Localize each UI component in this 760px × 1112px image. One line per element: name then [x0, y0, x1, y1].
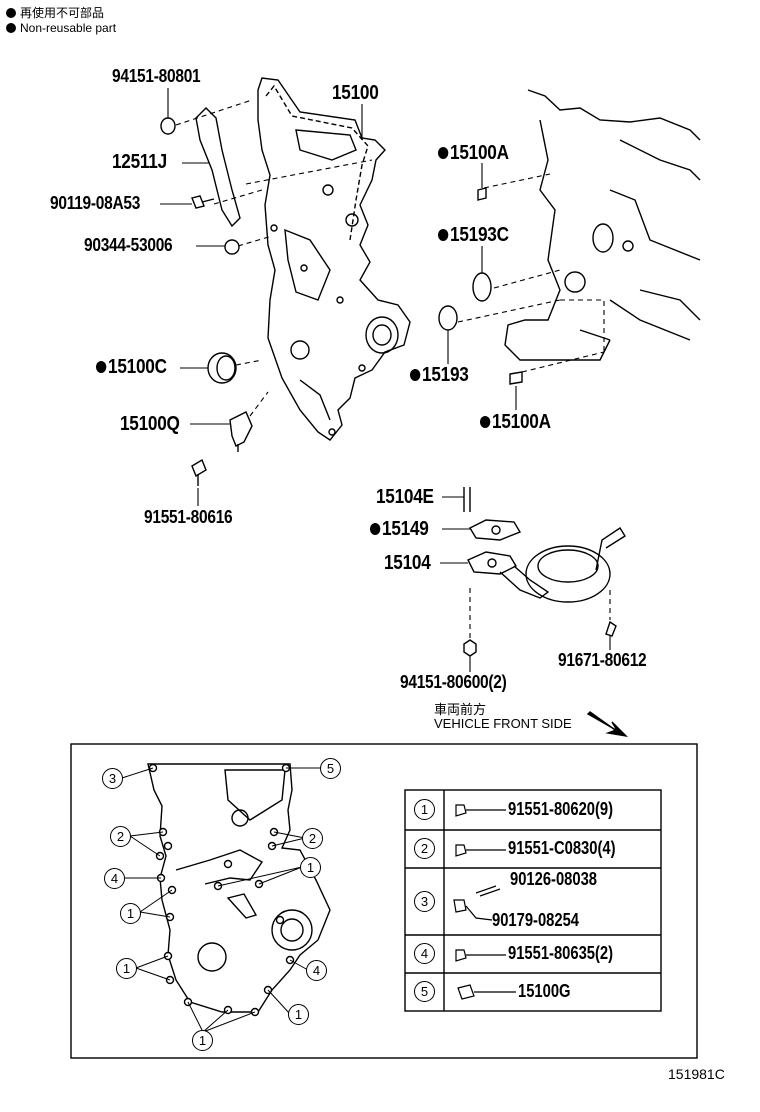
part-label-15100C: 15100C	[96, 356, 167, 379]
table-bolt-icons	[453, 804, 516, 1000]
non-reusable-dot-icon	[96, 361, 107, 373]
bolt-table-grid	[404, 789, 662, 1012]
callout-2: 2	[302, 828, 323, 849]
part-label-15104E: 15104E	[376, 486, 434, 508]
callout-1: 1	[300, 857, 321, 878]
legend-non-reusable-jp: 再使用不可部品	[6, 4, 104, 21]
callout-1: 1	[192, 1030, 213, 1051]
legend-non-reusable-en: Non-reusable part	[6, 21, 116, 35]
vehicle-front-caption-jp: 車両前方	[434, 702, 487, 717]
table-callout-3: 3	[414, 891, 435, 912]
non-reusable-dot-icon	[370, 523, 381, 535]
o-ring-15193C-outline	[472, 272, 492, 302]
callout-4: 4	[104, 868, 125, 889]
dashed-assembly-lines	[175, 99, 611, 640]
detail-view-frame	[70, 743, 698, 1059]
part-label-90119-08A53: 90119-08A53	[50, 193, 141, 213]
part-label-94151-80600: 94151-80600(2)	[400, 672, 507, 692]
label-leader-lines	[160, 88, 611, 672]
vehicle-front-caption-en: VEHICLE FRONT SIDE	[434, 716, 572, 731]
detail-cover-outline	[147, 763, 331, 1013]
nut-94151-80801-outline	[160, 117, 176, 135]
oil-seal-15100C-outline	[207, 352, 237, 384]
non-reusable-dot-icon	[438, 229, 449, 241]
oil-strainer-outline	[463, 487, 626, 657]
dowel-15100A-outline	[509, 371, 523, 385]
callout-2: 2	[110, 826, 131, 847]
part-label-90344-53006: 90344-53006	[84, 235, 173, 255]
table-callout-5: 5	[414, 981, 435, 1002]
table-part-5: 15100G	[518, 981, 571, 1001]
part-label-15149: 15149	[370, 518, 429, 541]
part-label-15104: 15104	[384, 552, 431, 574]
gasket-12511J-outline	[195, 107, 241, 228]
callout-4: 4	[306, 960, 327, 981]
figure-id: 151981C	[668, 1066, 725, 1082]
table-part-2: 91551-C0830(4)	[508, 838, 616, 858]
part-label-94151-80801: 94151-80801	[112, 66, 201, 86]
callout-5: 5	[320, 758, 341, 779]
part-label-91551-80616: 91551-80616	[144, 507, 233, 527]
sensor-15100Q-outline	[229, 411, 253, 452]
bolt-91551-80616-outline	[191, 458, 207, 486]
part-label-15100A-top: 15100A	[438, 142, 509, 165]
part-label-91671-80612: 91671-80612	[558, 650, 647, 670]
engine-block-outline	[504, 89, 701, 361]
callout-1: 1	[116, 958, 137, 979]
part-label-15100: 15100	[332, 82, 379, 104]
non-reusable-dot-icon	[410, 369, 421, 381]
callout-1: 1	[120, 903, 141, 924]
o-ring-15193-outline	[438, 305, 458, 331]
non-reusable-dot-icon	[480, 416, 491, 428]
non-reusable-dot-icon	[6, 8, 16, 18]
dowel-15100A-outline	[477, 187, 487, 201]
vehicle-front-arrow-icon	[586, 711, 629, 738]
callout-3: 3	[102, 768, 123, 789]
seal-90344-53006-outline	[224, 239, 240, 255]
detail-callout-leaders	[121, 767, 322, 1033]
table-part-3a: 90126-08038	[510, 869, 598, 889]
part-label-12511J: 12511J	[112, 151, 167, 173]
table-part-3b: 90179-08254	[492, 910, 580, 930]
non-reusable-dot-icon	[438, 147, 449, 159]
part-label-15193: 15193	[410, 364, 469, 387]
bolt-90119-08A53-outline	[191, 195, 215, 209]
table-callout-2: 2	[414, 838, 435, 859]
part-label-15193C: 15193C	[438, 224, 509, 247]
table-part-1: 91551-80620(9)	[508, 799, 614, 819]
table-part-4: 91551-80635(2)	[508, 943, 614, 963]
timing-chain-cover-outline	[257, 77, 411, 441]
detail-bolt-holes	[148, 763, 295, 1017]
part-label-15100Q: 15100Q	[120, 413, 180, 435]
table-callout-1: 1	[414, 799, 435, 820]
part-label-15100A-bottom: 15100A	[480, 411, 551, 434]
table-callout-4: 4	[414, 943, 435, 964]
non-reusable-dot-icon	[6, 23, 16, 33]
callout-1: 1	[288, 1004, 309, 1025]
